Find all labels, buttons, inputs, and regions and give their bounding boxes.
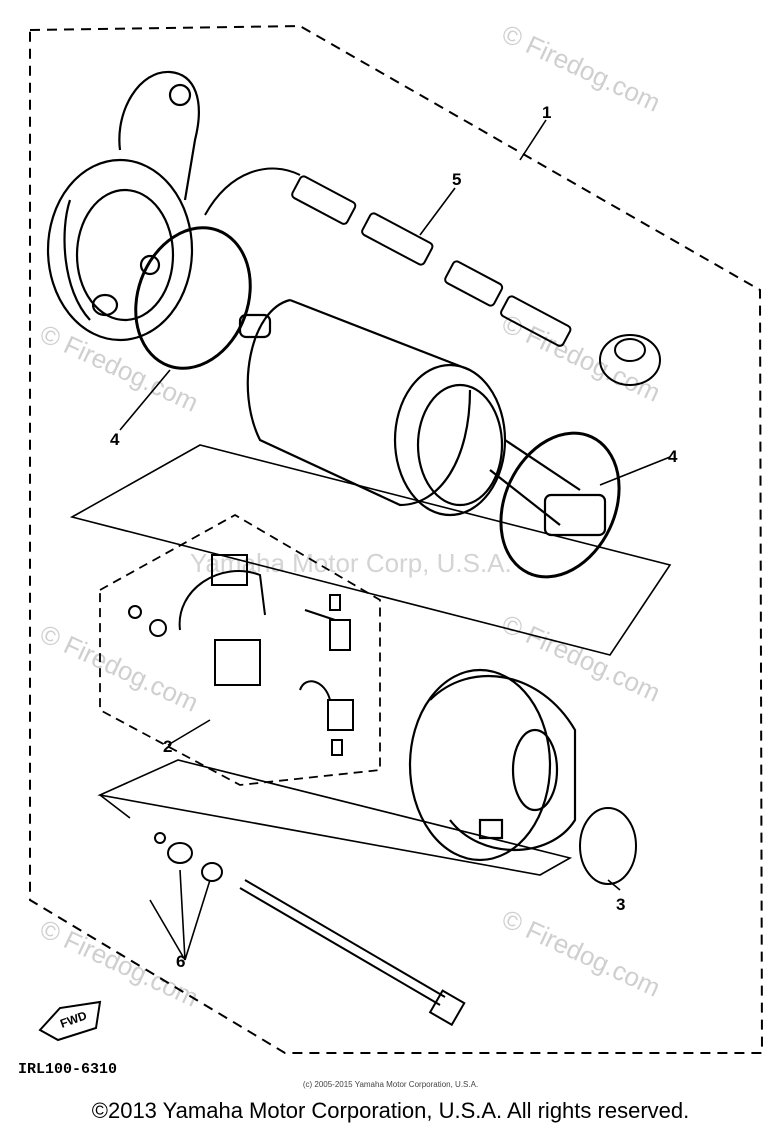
callout-5: 5: [452, 170, 461, 189]
callout-4-right: 4: [668, 447, 678, 466]
watermarks: © Firedog.com © Firedog.com © Firedog.co…: [35, 18, 665, 1012]
callout-6: 6: [176, 952, 185, 971]
fwd-arrow: FWD: [38, 1000, 102, 1042]
front-cover: [46, 70, 200, 342]
rear-cover: [408, 668, 577, 862]
callout-3: 3: [616, 895, 625, 914]
starter-yoke: [238, 298, 607, 537]
brush-set-boundary: [99, 513, 381, 786]
lower-frame-left: [69, 444, 672, 656]
fwd-label: FWD: [58, 1008, 89, 1031]
lead-wire: [204, 167, 661, 386]
drawing-code: IRL100-6310: [18, 1061, 117, 1078]
lower-frame: [97, 759, 573, 876]
callout-2: 2: [163, 737, 172, 756]
through-bolt: [239, 879, 466, 1027]
washer-set: [154, 832, 223, 882]
assembly-boundary: [29, 24, 764, 1054]
brush-holder: [128, 554, 354, 756]
small-copyright: (c) 2005-2015 Yamaha Motor Corporation, …: [302, 1080, 479, 1089]
o-ring-small: [579, 807, 637, 885]
callout-4-left: 4: [110, 430, 120, 449]
o-ring-left: [134, 226, 252, 370]
watermark-firedog-4: © Firedog.com: [35, 618, 203, 717]
watermark-firedog-5: © Firedog.com: [497, 608, 665, 707]
watermark-yamaha: Yamaha Motor Corp, U.S.A.: [190, 548, 512, 578]
copyright-footer: ©2013 Yamaha Motor Corporation, U.S.A. A…: [91, 1098, 690, 1123]
callout-1: 1: [542, 103, 551, 122]
parts-diagram: © Firedog.com © Firedog.com © Firedog.co…: [18, 18, 764, 1078]
watermark-firedog-7: © Firedog.com: [497, 903, 665, 1002]
leader-lines: [119, 119, 671, 961]
o-ring-right: [499, 431, 621, 579]
watermark-firedog-1: © Firedog.com: [497, 18, 665, 117]
lower-frame-edge: [99, 794, 131, 819]
